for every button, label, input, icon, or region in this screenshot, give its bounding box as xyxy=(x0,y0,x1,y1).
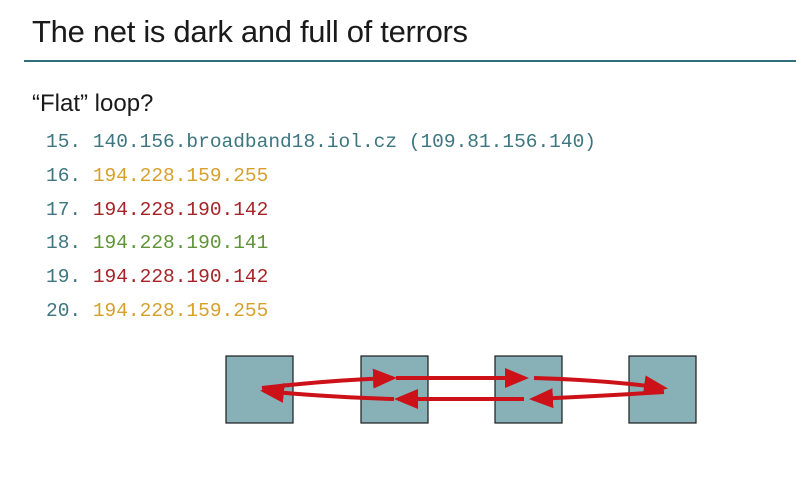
hop-row: 20. 194.228.159.255 xyxy=(46,295,596,329)
router-node-3 xyxy=(494,355,563,424)
router-node-2 xyxy=(360,355,429,424)
hop-row: 15. 140.156.broadband18.iol.cz (109.81.1… xyxy=(46,126,596,160)
forward-arrow-3 xyxy=(533,375,668,396)
slide-subtitle: “Flat” loop? xyxy=(32,90,154,117)
hop-number: 17. xyxy=(46,198,82,221)
return-arrow-3 xyxy=(260,383,395,403)
router-node-1 xyxy=(225,355,294,424)
hop-row: 18. 194.228.190.141 xyxy=(46,227,596,261)
hop-address: 194.228.159.255 xyxy=(92,164,269,187)
slide-title: The net is dark and full of terrors xyxy=(32,14,468,49)
return-arrow-1 xyxy=(529,388,665,409)
hop-number: 20. xyxy=(46,299,82,322)
hop-address: 194.228.190.142 xyxy=(92,266,269,289)
hop-row: 19. 194.228.190.142 xyxy=(46,261,596,295)
hop-address: 194.228.159.255 xyxy=(92,299,269,322)
hop-address: 194.228.190.141 xyxy=(92,232,269,255)
title-divider xyxy=(24,60,796,62)
hop-number: 18. xyxy=(46,232,82,255)
hop-row: 16. 194.228.159.255 xyxy=(46,160,596,194)
hop-row: 17. 194.228.190.142 xyxy=(46,194,596,228)
hop-address: 140.156.broadband18.iol.cz (109.81.156.1… xyxy=(92,131,596,153)
hop-number: 15. xyxy=(46,131,82,153)
hop-number: 19. xyxy=(46,266,82,289)
traceroute-hop-list: 15. 140.156.broadband18.iol.cz (109.81.1… xyxy=(46,126,596,329)
hop-number: 16. xyxy=(46,164,82,187)
hop-address: 194.228.190.142 xyxy=(92,198,269,221)
